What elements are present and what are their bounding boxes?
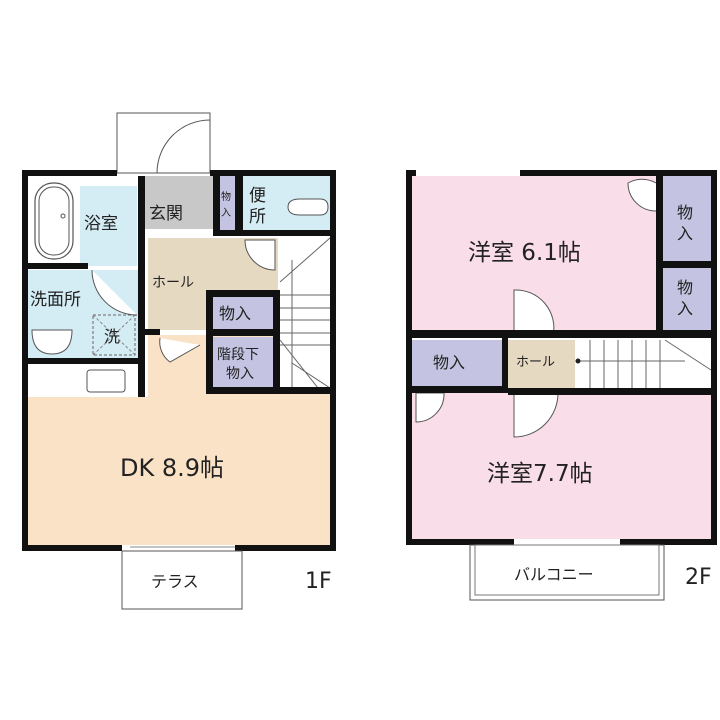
room-entrance: [145, 176, 213, 229]
label-washer: 洗: [104, 327, 120, 346]
sink-icon: [31, 329, 73, 355]
floor-1: [22, 112, 336, 610]
label-bath: 浴室: [84, 214, 118, 234]
washer-space: [92, 314, 136, 356]
room-storage-2f: [412, 340, 502, 386]
balcony: [469, 544, 665, 601]
label-under-stairs-2: 物入: [226, 366, 254, 382]
toilet-icon: [287, 198, 329, 216]
label-entrance: 玄関: [149, 204, 183, 224]
label-hall-2f: ホール: [516, 355, 555, 370]
label-storage: 物入: [219, 304, 251, 323]
room-hall-2f: [508, 340, 575, 390]
label-toilet-1: 便: [249, 186, 266, 206]
floor-2: [406, 170, 717, 601]
room-under-stairs-storage: [213, 337, 273, 387]
walls-2f: [406, 170, 717, 545]
label-hall: ホール: [152, 275, 194, 291]
label-closet-a-1: 物: [677, 203, 693, 222]
label-dk: DK 8.9帖: [120, 454, 224, 482]
label-storage-small-1: 物: [221, 190, 231, 203]
bathtub-area: [28, 176, 80, 266]
label-closet-b-1: 物: [677, 278, 693, 297]
label-closet-a-2: 入: [677, 224, 693, 243]
room-storage-small: [220, 176, 235, 230]
terrace: [121, 550, 243, 610]
room-western-2: [412, 393, 711, 539]
label-western-1: 洋室 6.1帖: [468, 240, 581, 266]
label-toilet-2: 所: [249, 207, 266, 227]
staircase-2f: [575, 340, 711, 390]
door-icon: [91, 269, 138, 316]
front-door-icon: [156, 119, 211, 174]
label-balcony: バルコニー: [514, 565, 594, 584]
label-storage-small-2: 入: [221, 208, 231, 219]
bathtub-icon: [34, 182, 74, 260]
room-bath: [80, 186, 137, 266]
stairs-icon: [279, 237, 331, 390]
room-storage: [213, 297, 273, 329]
staircase: [280, 238, 330, 388]
label-washroom: 洗面所: [30, 290, 81, 310]
closet-a: [663, 176, 711, 261]
label-western-2: 洋室7.7帖: [487, 461, 593, 487]
label-under-stairs-1: 階段下: [217, 347, 259, 363]
floor-label-2f: 2F: [685, 565, 712, 590]
closet-b: [663, 268, 711, 330]
floor-label-1f: 1F: [305, 569, 332, 594]
label-storage-2f: 物入: [433, 353, 465, 372]
kitchen-sink-icon: [86, 369, 126, 393]
label-terrace: テラス: [151, 572, 199, 591]
stairs-icon: [578, 339, 712, 390]
label-closet-b-2: 入: [677, 299, 693, 318]
walls-1f: [22, 170, 336, 551]
